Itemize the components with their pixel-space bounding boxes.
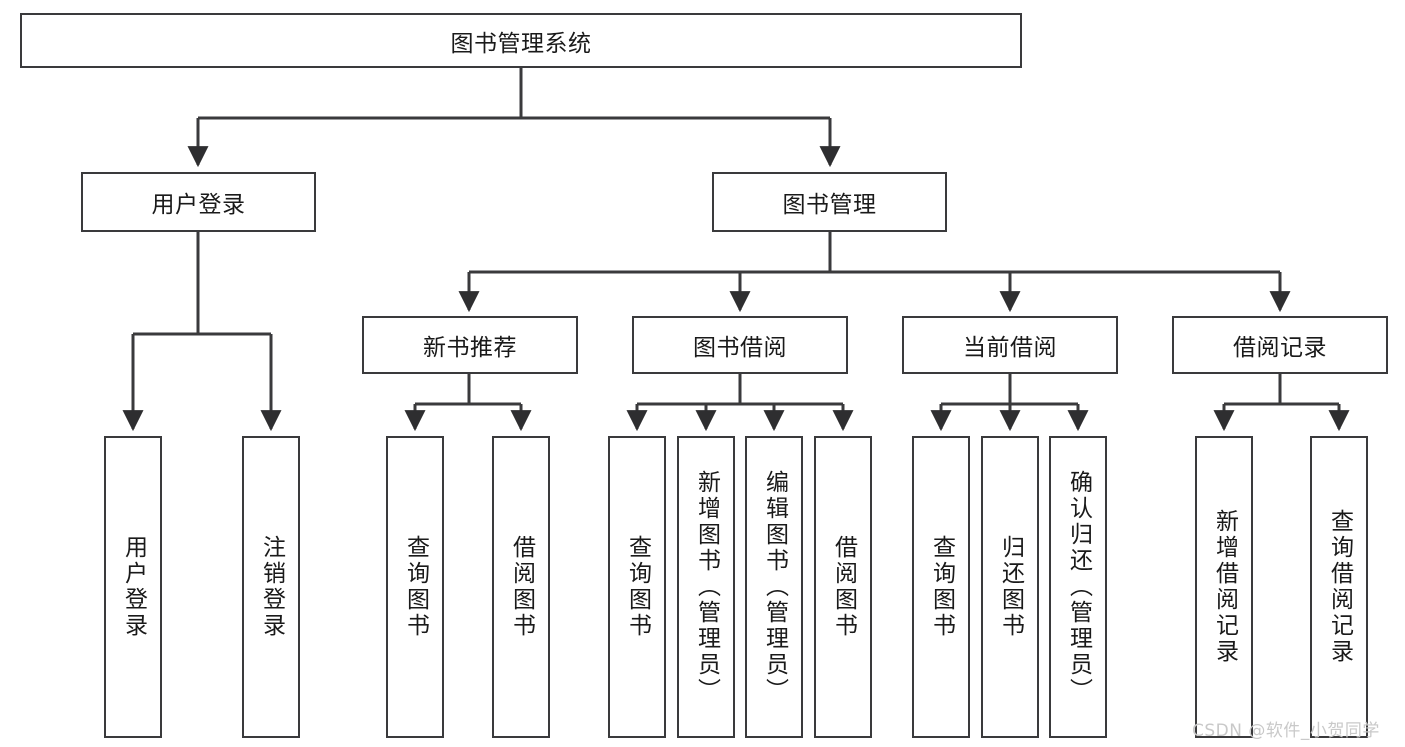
node-leaf-edit-book[interactable]: 编辑图书（管理员）	[745, 436, 803, 738]
node-leaf-return-book-label: 归还图书	[997, 535, 1024, 639]
node-leaf-user-logout-label: 注销登录	[258, 535, 285, 639]
node-leaf-user-logout[interactable]: 注销登录	[242, 436, 300, 738]
node-leaf-query-book-2-label: 查询图书	[624, 535, 651, 639]
node-leaf-borrow-book-2-label: 借阅图书	[830, 535, 857, 639]
node-leaf-user-login[interactable]: 用户登录	[104, 436, 162, 738]
node-book-borrow[interactable]: 图书借阅	[632, 316, 848, 374]
node-leaf-confirm-return[interactable]: 确认归还（管理员）	[1049, 436, 1107, 738]
node-book-borrow-label: 图书借阅	[693, 335, 787, 361]
node-user-login[interactable]: 用户登录	[81, 172, 316, 232]
node-leaf-query-book-1-label: 查询图书	[402, 535, 429, 639]
node-current-borrow-label: 当前借阅	[963, 335, 1057, 361]
node-leaf-add-book-label: 新增图书（管理员）	[693, 470, 720, 704]
node-leaf-query-book-2[interactable]: 查询图书	[608, 436, 666, 738]
node-new-book-recommend[interactable]: 新书推荐	[362, 316, 578, 374]
node-leaf-query-record[interactable]: 查询借阅记录	[1310, 436, 1368, 738]
node-leaf-return-book[interactable]: 归还图书	[981, 436, 1039, 738]
node-root[interactable]: 图书管理系统	[20, 13, 1022, 68]
node-leaf-borrow-book-1-label: 借阅图书	[508, 535, 535, 639]
node-leaf-query-book-3-label: 查询图书	[928, 535, 955, 639]
node-leaf-query-book-1[interactable]: 查询图书	[386, 436, 444, 738]
node-leaf-borrow-book-2[interactable]: 借阅图书	[814, 436, 872, 738]
node-leaf-query-book-3[interactable]: 查询图书	[912, 436, 970, 738]
node-leaf-add-record[interactable]: 新增借阅记录	[1195, 436, 1253, 738]
watermark-text: CSDN @软件_小贺同学	[1192, 721, 1380, 741]
node-leaf-edit-book-label: 编辑图书（管理员）	[761, 470, 788, 704]
node-current-borrow[interactable]: 当前借阅	[902, 316, 1118, 374]
node-new-book-recommend-label: 新书推荐	[423, 335, 517, 361]
node-leaf-query-record-label: 查询借阅记录	[1326, 509, 1353, 665]
node-borrow-record[interactable]: 借阅记录	[1172, 316, 1388, 374]
node-leaf-user-login-label: 用户登录	[120, 535, 147, 639]
node-leaf-add-record-label: 新增借阅记录	[1211, 509, 1238, 665]
node-leaf-confirm-return-label: 确认归还（管理员）	[1065, 470, 1092, 704]
node-book-manage-label: 图书管理	[782, 192, 877, 218]
node-borrow-record-label: 借阅记录	[1233, 335, 1327, 361]
node-root-label: 图书管理系统	[450, 30, 592, 57]
node-user-login-label: 用户登录	[151, 192, 246, 218]
node-leaf-add-book[interactable]: 新增图书（管理员）	[677, 436, 735, 738]
node-leaf-borrow-book-1[interactable]: 借阅图书	[492, 436, 550, 738]
node-book-manage[interactable]: 图书管理	[712, 172, 947, 232]
